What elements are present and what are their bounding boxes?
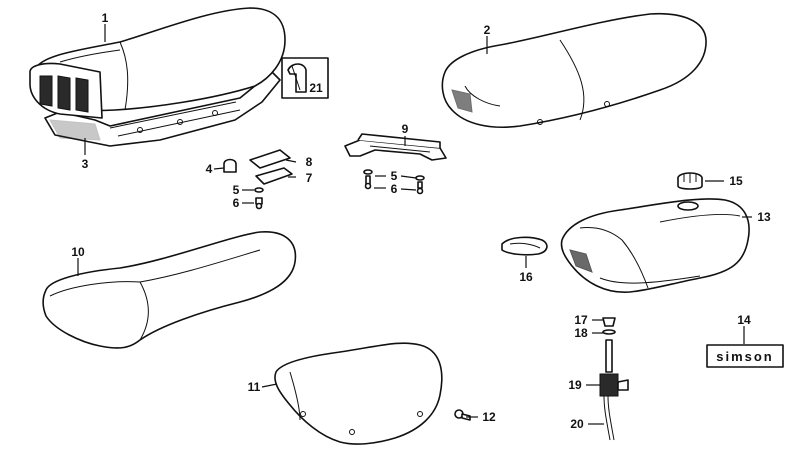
part-16-knee-pad <box>501 236 548 256</box>
callout-4: 4 <box>206 162 213 176</box>
callout-5-right: 5 <box>391 169 398 183</box>
leader-lines <box>77 24 752 425</box>
callout-5-left: 5 <box>233 183 240 197</box>
badge-text: simson <box>716 349 774 364</box>
callout-10: 10 <box>71 245 85 259</box>
callout-18: 18 <box>574 326 588 340</box>
part-15-fuel-cap <box>677 172 703 190</box>
callout-3: 3 <box>82 157 89 171</box>
callout-11: 11 <box>248 380 261 394</box>
callout-1: 1 <box>102 11 109 25</box>
callout-20: 20 <box>570 417 584 431</box>
callout-14: 14 <box>737 313 751 327</box>
part-12-screw <box>454 409 471 421</box>
part-2-seat <box>441 12 707 129</box>
small-hardware-group <box>223 149 293 210</box>
callout-9: 9 <box>402 122 409 136</box>
callout-7: 7 <box>306 171 313 185</box>
part-10-seat <box>42 231 297 349</box>
callout-labels: 1 2 3 4 5 6 7 8 9 5 6 10 11 12 13 14 15 … <box>71 11 771 431</box>
part-1-seat-with-pan <box>29 7 286 147</box>
part-11-seat-cover <box>274 342 443 445</box>
callout-19: 19 <box>568 378 582 392</box>
callout-8: 8 <box>306 155 313 169</box>
callout-13: 13 <box>757 210 771 224</box>
part-14-badge: simson <box>706 344 784 368</box>
part-9-bracket <box>344 133 447 195</box>
part-21-trim-strip <box>281 57 329 99</box>
fuel-tap-assembly <box>599 317 629 441</box>
callout-15: 15 <box>729 174 743 188</box>
callout-12: 12 <box>482 410 496 424</box>
part-13-fuel-tank <box>560 198 750 293</box>
callout-16: 16 <box>519 270 533 284</box>
callout-17: 17 <box>574 313 588 327</box>
callout-2: 2 <box>484 23 491 37</box>
callout-21: 21 <box>309 81 323 95</box>
callout-6-left: 6 <box>233 196 240 210</box>
callout-6-right: 6 <box>391 182 398 196</box>
